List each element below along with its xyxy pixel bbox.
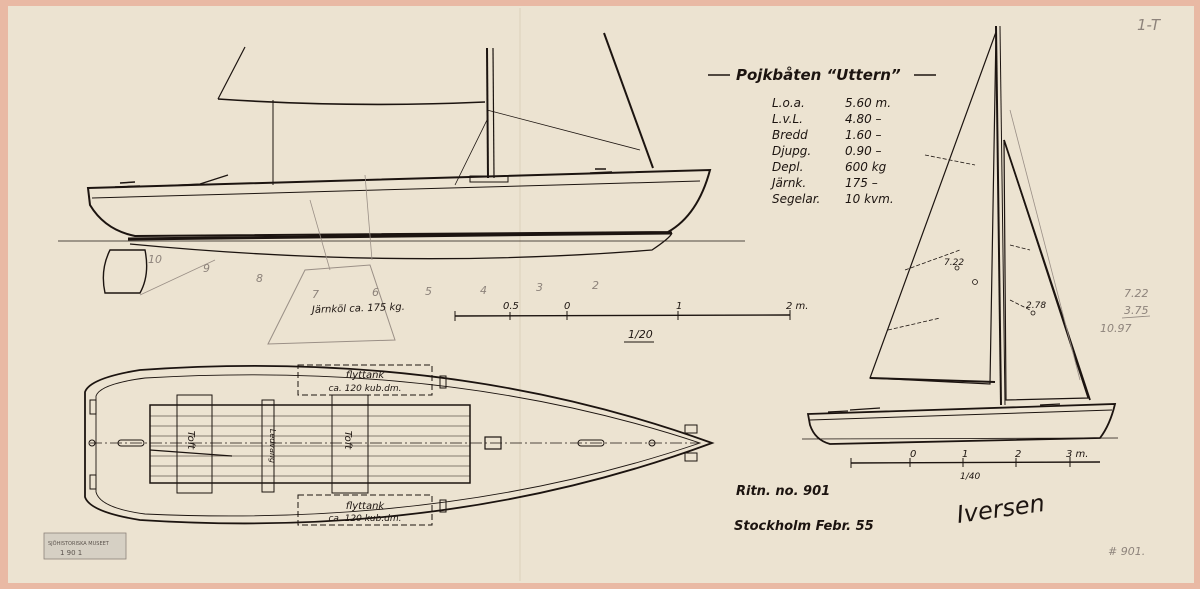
tank-top-volume: ca. 120 kub.dm. [328,384,401,394]
stamp-line-2: 1 90 1 [60,549,82,557]
scale-bar-1-40: 0 1 2 3 m. 1/40 [850,449,1101,482]
scale-label: 1/20 [628,328,653,341]
spec-label: Djupg. [772,144,811,158]
station-2: 2 [592,279,599,292]
tank-bottom-volume: ca. 120 kub.dm. [328,514,401,524]
centerboard-label: Ledvang [268,429,277,463]
spec-value: 600 kg [845,160,887,174]
sheet-id: 1-T [1137,16,1162,34]
sail-scale-label: 1/40 [960,472,980,482]
dim-main-label: 7.22 [944,258,964,268]
station-5: 5 [425,285,432,298]
spec-table: L.o.a. 5.60 m. L.v.L. 4.80 – Bredd 1.60 … [770,96,894,206]
title-block: Pojkbåten “Uttern” L.o.a. 5.60 m. L.v.L.… [708,66,936,206]
spec-value: 175 – [845,176,878,190]
sail-scale-tick-0: 0 [910,449,916,460]
station-3: 3 [536,281,543,294]
spec-value: 4.80 – [845,112,882,126]
pencil-note-a: 7.22 [1124,287,1149,300]
page-title: Pojkbåten “Uttern” [736,66,901,84]
toft-fwd-label: Toft [342,431,353,451]
scale-tick-0: 0 [564,301,570,312]
tank-top-title: flyttank [346,370,386,381]
spec-value: 1.60 – [845,128,882,142]
profile-view: 10 9 8 7 6 5 4 3 2 Järnköl ca. 175 kg. 0… [58,32,808,345]
scale-tick-0-5: 0.5 [503,301,519,312]
keel-label: Järnköl ca. 175 kg. [310,302,405,316]
spec-label: Järnk. [770,176,806,190]
stamp-line-1: SJÖHISTORISKA MUSEET [48,540,110,547]
dim-jib-label: 2.78 [1026,301,1046,311]
margin-notes: 1-T 7.22 3.75 10.97 # 901. SJÖHISTORISKA… [43,16,1162,560]
deck-plan: Toft Toft Ledvang flyttank ca. 120 kub.d… [84,364,715,526]
station-9: 9 [203,262,210,275]
toft-aft-label: Toft [185,431,196,451]
spec-label: L.v.L. [772,112,803,126]
archive-number: # 901. [1108,545,1145,558]
museum-stamp: SJÖHISTORISKA MUSEET 1 90 1 [43,532,127,560]
station-4: 4 [480,284,487,297]
spec-value: 5.60 m. [845,96,891,110]
spec-value: 10 kvm. [845,192,894,206]
sail-scale-tick-2: 2 [1015,449,1021,460]
pencil-note-c: 10.97 [1100,322,1132,335]
station-10: 10 [148,253,162,266]
station-6: 6 [372,286,379,299]
spec-label: Segelar. [772,192,820,206]
scale-tick-1: 1 [676,301,682,312]
sail-plan: 7.22 2.78 0 1 2 3 m. 1/40 [801,25,1119,482]
station-8: 8 [256,272,263,285]
spec-label: Bredd [772,128,808,142]
scale-bar-1-20: 0.5 0 1 2 m. 1/20 [454,301,808,343]
scale-tick-2m: 2 m. [786,301,808,312]
sail-scale-tick-3m: 3 m. [1066,449,1088,460]
station-numbers: 10 9 8 7 6 5 4 3 2 [148,253,599,301]
spec-value: 0.90 – [845,144,882,158]
sail-scale-tick-1: 1 [962,449,968,460]
drawing-number: Ritn. no. 901 [736,484,830,499]
spec-label: L.o.a. [772,96,805,110]
tank-bottom-title: flyttank [346,501,386,512]
station-7: 7 [312,288,319,301]
pencil-note-b: 3.75 [1124,304,1149,317]
spec-label: Depl. [772,160,803,174]
place-date: Stockholm Febr. 55 [734,519,874,534]
